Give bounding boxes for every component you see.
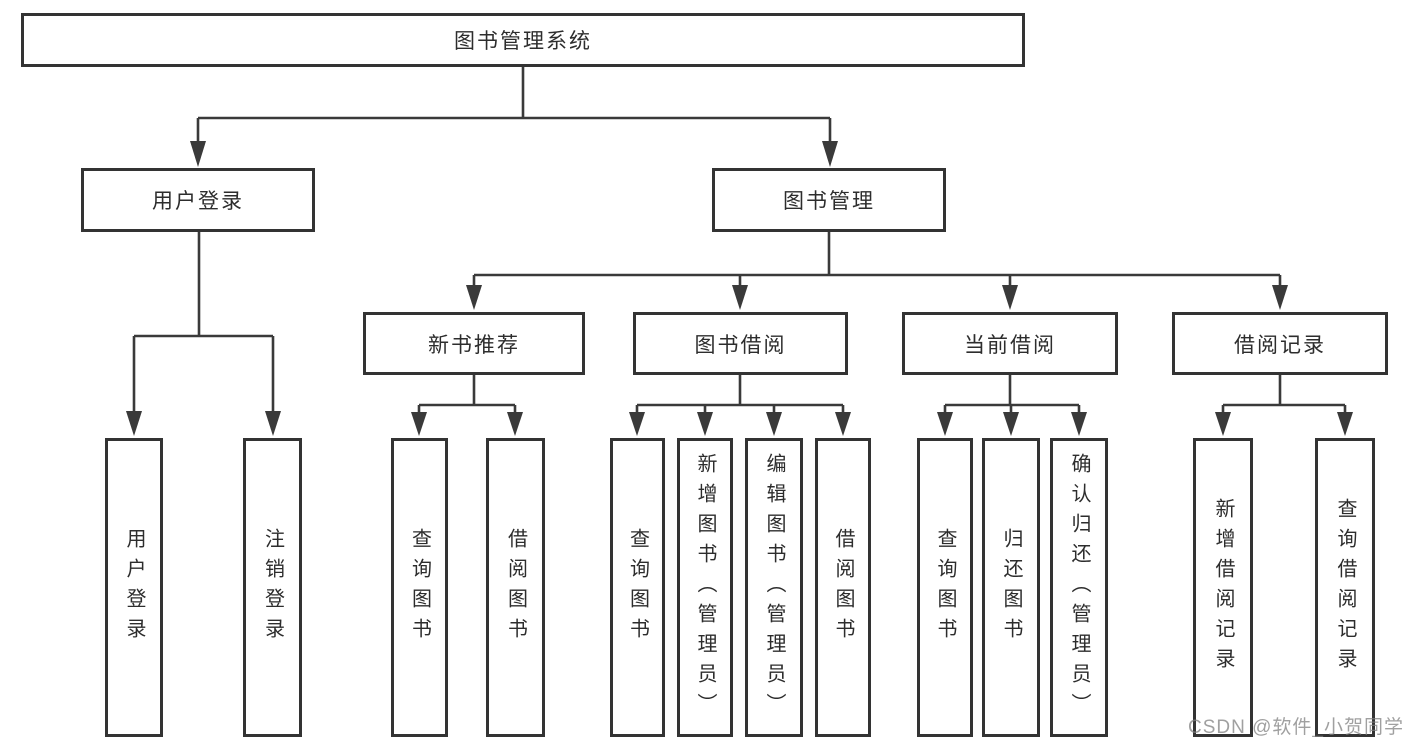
node-section-new-book-recommend: 新书推荐	[363, 312, 585, 375]
node-leaf-return-books: 归还图书	[982, 438, 1040, 737]
node-leaf-query-books-3: 查询图书	[917, 438, 973, 737]
node-leaf-user-login: 用户登录	[105, 438, 163, 737]
csdn-watermark: CSDN @软件_小贺同学	[1188, 717, 1404, 738]
node-leaf-borrow-books-1: 借阅图书	[486, 438, 545, 737]
node-leaf-query-books-1: 查询图书	[391, 438, 448, 737]
node-leaf-edit-book-admin: 编辑图书（管理员）	[745, 438, 803, 737]
node-leaf-add-book-admin: 新增图书（管理员）	[677, 438, 733, 737]
node-user-login-branch: 用户登录	[81, 168, 315, 232]
node-leaf-borrow-books-2: 借阅图书	[815, 438, 871, 737]
node-root: 图书管理系统	[21, 13, 1025, 67]
node-book-mgmt-branch: 图书管理	[712, 168, 946, 232]
node-leaf-query-books-2: 查询图书	[610, 438, 665, 737]
node-section-book-borrow: 图书借阅	[633, 312, 848, 375]
node-leaf-query-borrow-record: 查询借阅记录	[1315, 438, 1375, 737]
node-section-borrow-records: 借阅记录	[1172, 312, 1388, 375]
node-leaf-add-borrow-record: 新增借阅记录	[1193, 438, 1253, 737]
node-leaf-confirm-return-admin: 确认归还（管理员）	[1050, 438, 1108, 737]
node-leaf-logout: 注销登录	[243, 438, 302, 737]
node-section-current-borrow: 当前借阅	[902, 312, 1118, 375]
